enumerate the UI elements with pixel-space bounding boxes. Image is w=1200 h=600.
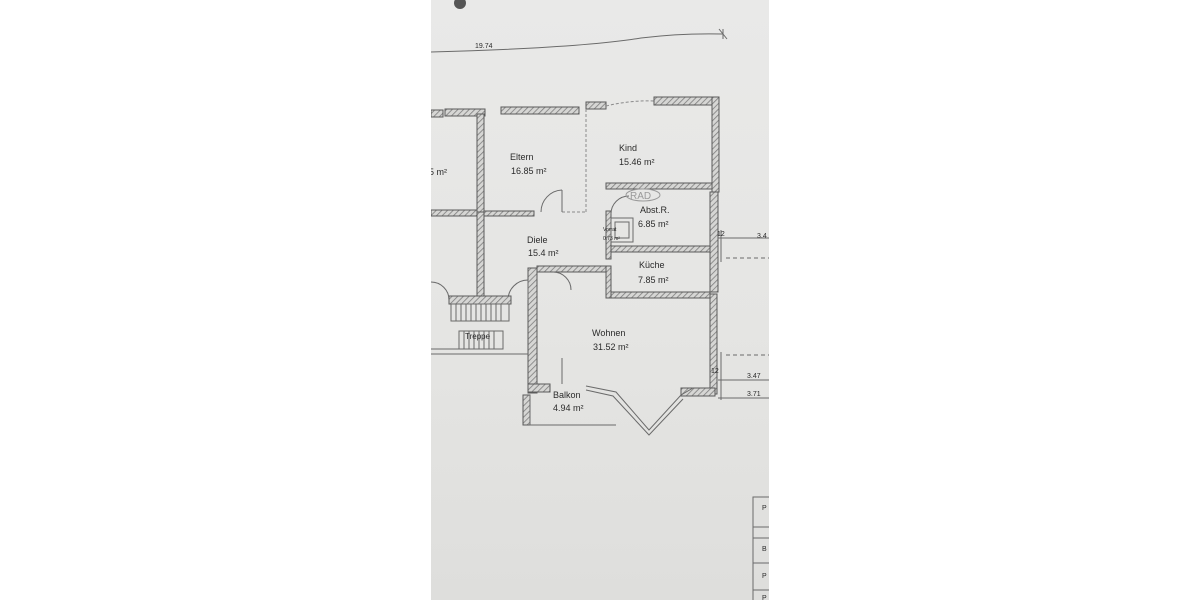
room-eltern-area: 16.85 m²: [511, 166, 547, 176]
room-diele-area: 15.4 m²: [528, 248, 559, 258]
room-partial-area: 5 m²: [431, 167, 447, 177]
room-kind-area: 15.46 m²: [619, 157, 655, 167]
room-diele-name: Diele: [527, 235, 548, 245]
room-vorrat-name: Vorrat: [603, 227, 617, 233]
dimension-top-width: 19.74: [475, 43, 493, 50]
exterior-walls: [431, 96, 720, 426]
room-wohnen-area: 31.52 m²: [593, 342, 629, 352]
rad-stamp: RAD: [625, 188, 661, 202]
title-block-letter-1: P: [762, 505, 767, 512]
dimension-right-a: 3.4: [757, 233, 767, 240]
dimension-wall-b: 12: [711, 368, 719, 375]
vorrat-closet: [610, 217, 634, 243]
balcony-outline: [529, 395, 616, 426]
room-treppe-name: Treppe: [465, 332, 491, 341]
top-dimension-line: [431, 28, 728, 53]
interior-walls: [431, 113, 713, 301]
dimension-right-c: 3.71: [747, 391, 761, 398]
room-kueche-name: Küche: [639, 260, 665, 270]
room-wohnen-name: Wohnen: [592, 328, 625, 338]
title-block-letter-3: P: [762, 573, 767, 580]
room-kind-name: Kind: [619, 143, 637, 153]
punch-hole: [454, 0, 466, 9]
room-abstr-name: Abst.R.: [640, 205, 670, 215]
dimension-wall-a: 12: [717, 231, 725, 238]
bay-window: [585, 385, 694, 436]
floor-plan-photo: 19.74: [431, 0, 769, 600]
right-dimension-lines: [718, 230, 769, 400]
title-block-frame: [752, 496, 769, 600]
dashed-lines: [562, 100, 655, 213]
dimension-right-b: 3.47: [747, 373, 761, 380]
room-vorrat-area: 0.73 m²: [603, 236, 620, 242]
title-block-letter-2: B: [762, 546, 767, 553]
svg-text:RAD: RAD: [630, 191, 651, 202]
floor-plan: 19.74: [431, 0, 769, 600]
room-eltern-name: Eltern: [510, 152, 534, 162]
room-balkon-name: Balkon: [553, 390, 581, 400]
title-block-letter-4: P: [762, 595, 767, 600]
room-balkon-area: 4.94 m²: [553, 403, 584, 413]
room-abstr-area: 6.85 m²: [638, 219, 669, 229]
room-kueche-area: 7.85 m²: [638, 275, 669, 285]
staircase: [431, 295, 528, 355]
